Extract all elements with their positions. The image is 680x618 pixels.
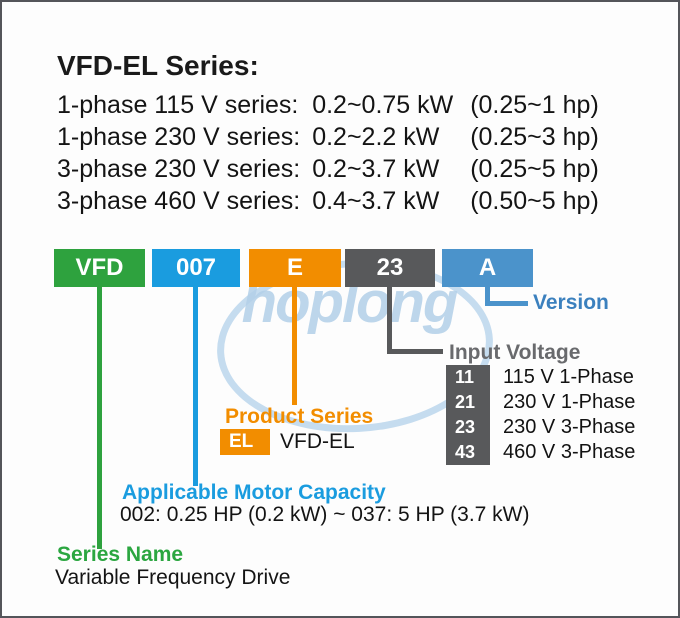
code-segment-series: VFD	[54, 249, 145, 287]
voltage-code: 21	[446, 390, 490, 415]
voltage-desc: 230 V 1-Phase	[503, 391, 636, 413]
series-spec-kw: 0.2~2.2 kW	[312, 123, 440, 151]
series-spec-kw: 0.2~3.7 kW	[312, 155, 440, 183]
series-spec-hp: (0.25~3 hp)	[470, 123, 599, 151]
code-segment-product: E	[249, 249, 341, 287]
input-voltage-row: 23 230 V 3-Phase	[446, 415, 635, 440]
input-voltage-label: Input Voltage	[449, 341, 581, 364]
product-series-connector-line	[292, 287, 297, 405]
voltage-code: 43	[446, 440, 490, 465]
series-spec-hp: (0.25~1 hp)	[470, 91, 599, 119]
voltage-code: 11	[446, 365, 490, 390]
voltage-desc: 460 V 3-Phase	[503, 441, 636, 463]
page-title: VFD-EL Series:	[57, 50, 259, 81]
voltage-desc: 230 V 3-Phase	[503, 416, 636, 438]
series-spec-prefix: 3-phase 230 V series:	[57, 155, 301, 183]
input-voltage-row: 11 115 V 1-Phase	[446, 365, 635, 390]
product-series-label: Product Series	[225, 405, 374, 428]
version-connector-vertical	[485, 287, 490, 306]
product-series-row: EL VFD-EL	[220, 429, 355, 455]
motor-capacity-label: Applicable Motor Capacity	[122, 481, 386, 504]
series-spec-prefix: 1-phase 115 V series:	[57, 91, 299, 119]
series-spec-hp: (0.25~5 hp)	[470, 155, 599, 183]
series-spec-kw: 0.2~0.75 kW	[312, 91, 454, 119]
series-spec-hp: (0.50~5 hp)	[470, 187, 599, 215]
product-series-code: EL	[220, 429, 270, 455]
input-voltage-table: 11 115 V 1-Phase 21 230 V 1-Phase 23 230…	[446, 365, 635, 465]
series-spec-kw: 0.4~3.7 kW	[312, 187, 440, 215]
product-series-desc: VFD-EL	[280, 430, 355, 453]
series-overview: VFD-EL Series: 1-phase 115 V series: 0.2…	[57, 50, 599, 217]
motor-capacity-range: 002: 0.25 HP (0.2 kW) ~ 037: 5 HP (3.7 k…	[120, 503, 530, 526]
input-voltage-connector-vertical	[387, 287, 392, 354]
series-spec-prefix: 1-phase 230 V series:	[57, 123, 301, 151]
voltage-desc: 115 V 1-Phase	[503, 366, 634, 388]
code-segment-version: A	[442, 249, 533, 287]
input-voltage-row: 21 230 V 1-Phase	[446, 390, 635, 415]
version-connector-horizontal	[485, 301, 528, 306]
code-segment-capacity: 007	[152, 249, 240, 287]
series-spec-prefix: 3-phase 460 V series:	[57, 187, 301, 215]
input-voltage-connector-horizontal	[387, 349, 443, 354]
series-spec-list: 1-phase 115 V series: 0.2~0.75 kW (0.25~…	[57, 89, 599, 217]
series-name-connector-line	[97, 287, 102, 549]
series-name-label: Series Name	[57, 543, 184, 566]
motor-capacity-connector-line	[193, 287, 198, 486]
code-segment-voltage: 23	[345, 249, 435, 287]
series-name-desc: Variable Frequency Drive	[55, 566, 291, 589]
version-label: Version	[533, 291, 609, 314]
voltage-code: 23	[446, 415, 490, 440]
input-voltage-row: 43 460 V 3-Phase	[446, 440, 635, 465]
